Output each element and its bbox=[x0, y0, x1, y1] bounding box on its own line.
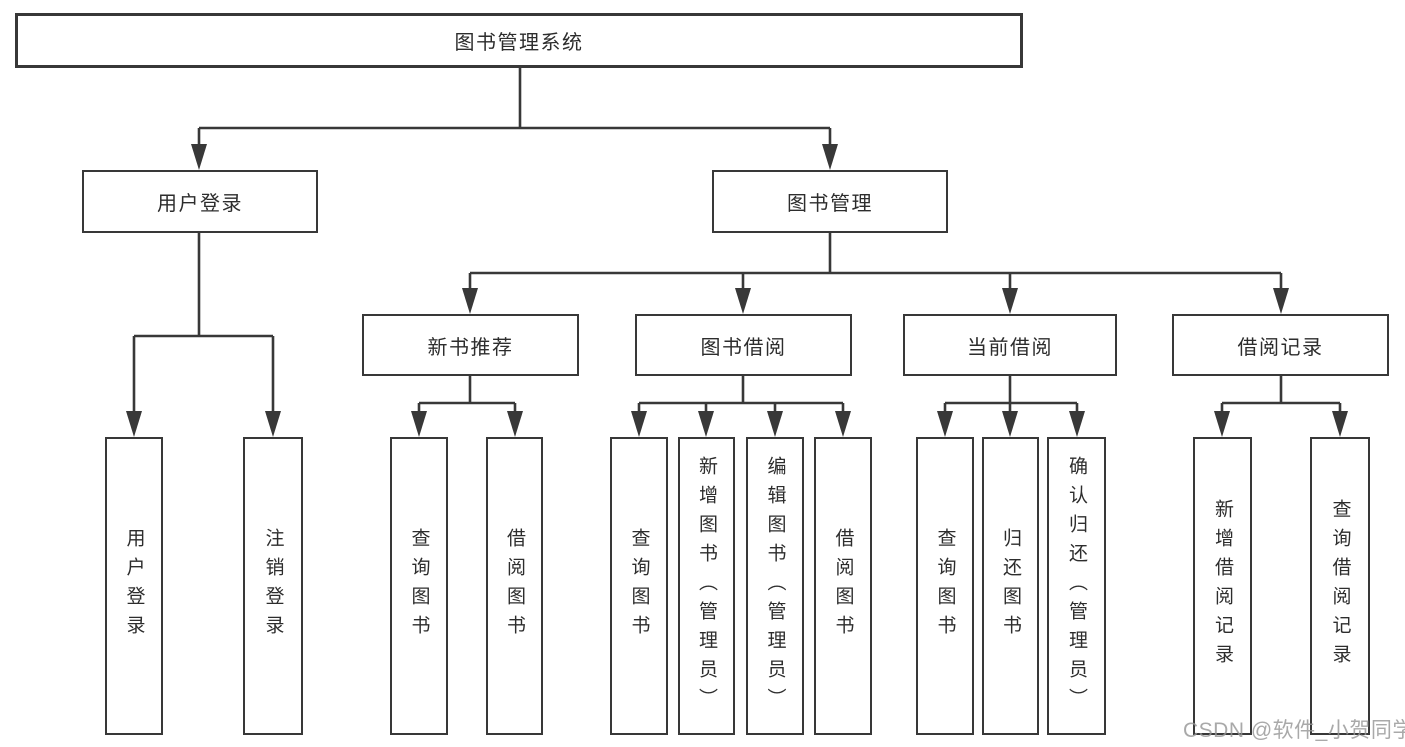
node-borrow-records: 借阅记录 bbox=[1172, 314, 1389, 376]
leaf-borrow-books-recommend: 借阅图书 bbox=[486, 437, 543, 735]
node-book-borrow: 图书借阅 bbox=[635, 314, 852, 376]
leaf-return-book: 归还图书 bbox=[982, 437, 1039, 735]
node-user-login: 用户登录 bbox=[82, 170, 318, 233]
leaf-label: 用户登录 bbox=[123, 528, 145, 644]
node-label: 借阅记录 bbox=[1237, 336, 1324, 359]
node-book-management: 图书管理 bbox=[712, 170, 948, 233]
leaf-label: 编辑图书（管理员） bbox=[764, 455, 786, 717]
leaf-label: 借阅图书 bbox=[832, 528, 854, 644]
leaf-label: 新增借阅记录 bbox=[1212, 499, 1233, 673]
node-label: 当前借阅 bbox=[967, 336, 1053, 359]
leaf-query-books-current: 查询图书 bbox=[916, 437, 974, 735]
leaf-label: 查询图书 bbox=[408, 528, 430, 644]
csdn-watermark: CSDN @软件_小贺同学 bbox=[1183, 719, 1405, 742]
leaf-query-books-recommend: 查询图书 bbox=[390, 437, 448, 735]
leaf-logout: 注销登录 bbox=[243, 437, 303, 735]
node-label: 图书借阅 bbox=[700, 336, 787, 359]
node-label: 图书管理 bbox=[787, 193, 873, 215]
node-library-management-system: 图书管理系统 bbox=[15, 13, 1023, 68]
leaf-label: 查询借阅记录 bbox=[1329, 499, 1351, 673]
leaf-add-book-admin: 新增图书（管理员） bbox=[678, 437, 735, 735]
node-current-borrow: 当前借阅 bbox=[903, 314, 1117, 376]
leaf-query-books-borrow: 查询图书 bbox=[610, 437, 668, 735]
node-label: 用户登录 bbox=[157, 193, 243, 215]
node-label: 新书推荐 bbox=[427, 336, 514, 359]
leaf-add-borrow-record: 新增借阅记录 bbox=[1193, 437, 1252, 735]
leaf-edit-book-admin: 编辑图书（管理员） bbox=[746, 437, 804, 735]
leaf-label: 查询图书 bbox=[628, 528, 650, 644]
leaf-label: 确认归还（管理员） bbox=[1066, 455, 1087, 717]
leaf-label: 借阅图书 bbox=[504, 528, 525, 644]
leaf-query-borrow-record: 查询借阅记录 bbox=[1310, 437, 1370, 735]
leaf-label: 新增图书（管理员） bbox=[696, 455, 717, 717]
node-new-book-recommend: 新书推荐 bbox=[362, 314, 579, 376]
leaf-label: 注销登录 bbox=[262, 528, 284, 644]
leaf-label: 归还图书 bbox=[1000, 528, 1021, 644]
leaf-confirm-return-admin: 确认归还（管理员） bbox=[1047, 437, 1106, 735]
node-label: 图书管理系统 bbox=[454, 32, 584, 54]
leaf-borrow-books-borrow: 借阅图书 bbox=[814, 437, 872, 735]
leaf-label: 查询图书 bbox=[934, 528, 956, 644]
leaf-user-login: 用户登录 bbox=[105, 437, 163, 735]
